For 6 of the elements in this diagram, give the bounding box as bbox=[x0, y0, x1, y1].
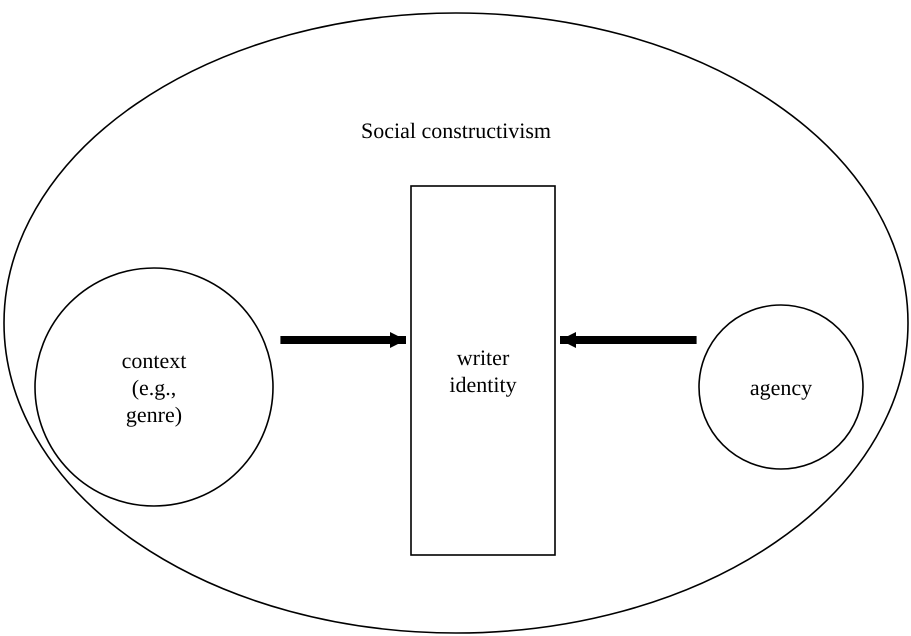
node-label: context (e.g., genre) bbox=[120, 346, 188, 428]
arrow bbox=[560, 332, 697, 348]
diagram-heading: Social constructivism bbox=[360, 117, 552, 144]
node-label: writer identity bbox=[448, 344, 518, 398]
arrow bbox=[280, 332, 406, 348]
node-label: agency bbox=[748, 374, 814, 400]
